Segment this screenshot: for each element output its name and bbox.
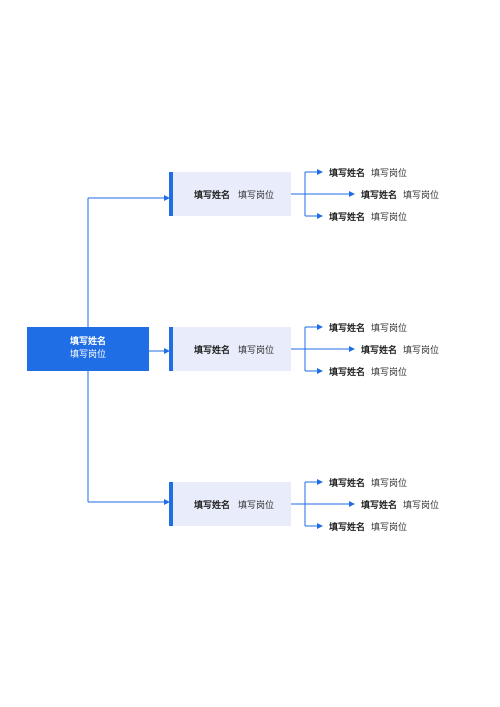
leaf-name: 填写姓名 [329, 168, 366, 179]
branch-2-name: 填写姓名 [194, 345, 231, 356]
root-name: 填写姓名 [69, 336, 106, 347]
branch-1-name: 填写姓名 [194, 190, 231, 201]
root-node: 填写姓名 填写岗位 [27, 327, 149, 371]
branch-node-2: 填写姓名 填写岗位 [169, 327, 291, 371]
leaf-role: 填写岗位 [403, 190, 440, 201]
branch-2-role: 填写岗位 [238, 345, 275, 356]
branch-3-role: 填写岗位 [238, 500, 275, 511]
branch-node-1: 填写姓名 填写岗位 [169, 172, 291, 216]
leaf-name: 填写姓名 [361, 500, 398, 511]
branch-2-leaf-1: 填写姓名 填写岗位 [329, 320, 407, 334]
leaf-name: 填写姓名 [329, 478, 366, 489]
branch-3-leaf-2: 填写姓名 填写岗位 [361, 497, 439, 511]
leaf-name: 填写姓名 [329, 367, 366, 378]
branch-1-leaf-3: 填写姓名 填写岗位 [329, 209, 407, 223]
leaf-role: 填写岗位 [371, 522, 408, 533]
branch-3-name: 填写姓名 [194, 500, 231, 511]
leaf-name: 填写姓名 [361, 345, 398, 356]
branch-1-leaf-1: 填写姓名 填写岗位 [329, 165, 407, 179]
leaf-role: 填写岗位 [403, 500, 440, 511]
leaf-name: 填写姓名 [329, 522, 366, 533]
leaf-role: 填写岗位 [371, 212, 408, 223]
leaf-role: 填写岗位 [371, 168, 408, 179]
branch-2-leaf-3: 填写姓名 填写岗位 [329, 364, 407, 378]
branch-1-leaf-2: 填写姓名 填写岗位 [361, 187, 439, 201]
leaf-name: 填写姓名 [361, 190, 398, 201]
branch-node-3: 填写姓名 填写岗位 [169, 482, 291, 526]
branch-1-role: 填写岗位 [238, 190, 275, 201]
leaf-name: 填写姓名 [329, 212, 366, 223]
leaf-role: 填写岗位 [403, 345, 440, 356]
root-role: 填写岗位 [69, 350, 106, 360]
leaf-role: 填写岗位 [371, 323, 408, 334]
leaf-role: 填写岗位 [371, 478, 408, 489]
leaf-name: 填写姓名 [329, 323, 366, 334]
branch-3-leaf-1: 填写姓名 填写岗位 [329, 475, 407, 489]
branch-3-leaf-3: 填写姓名 填写岗位 [329, 519, 407, 533]
branch-2-leaf-2: 填写姓名 填写岗位 [361, 342, 439, 356]
leaf-role: 填写岗位 [371, 367, 408, 378]
